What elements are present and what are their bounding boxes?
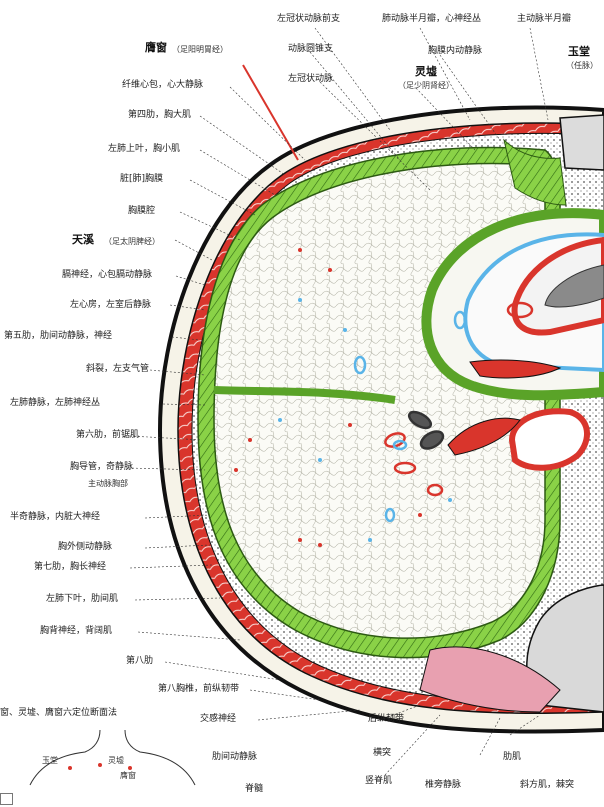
label-left-lower-lobe: 左肺下叶，肋间肌 [46, 594, 118, 605]
label-transverse-process: 横突 [373, 748, 391, 759]
label-oblique-fissure: 斜裂，左支气管 [86, 364, 149, 375]
descending-aorta [512, 411, 587, 468]
acupoint-lingxu-meridian: （足少阴肾经） [398, 80, 454, 91]
label-pleural-cavity: 胸膜腔 [128, 206, 155, 217]
label-spinal-cord: 脊髓 [245, 784, 263, 795]
label-fibrous-pericardium: 纤维心包，心大静脉 [122, 80, 203, 91]
label-left-atrium: 左心房，左室后静脉 [70, 300, 151, 311]
label-pulmonary-valve: 肺动脉半月瓣，心神经丛 [382, 14, 481, 25]
inset-label-yingchuang: 膺窗 [120, 770, 136, 781]
acupoint-yingchuang-meridian: （足阳明胃经） [172, 44, 228, 55]
label-eighth-vertebra: 第八胸椎，前纵韧带 [158, 684, 239, 695]
label-phrenic-nerve: 膈神经，心包膈动静脉 [62, 270, 152, 281]
acupoint-yutang: 玉堂 [568, 46, 590, 57]
label-posterior-ligament: 后纵韧带 [368, 714, 404, 725]
label-fourth-rib: 第四肋，胸大肌 [128, 110, 191, 121]
label-aortic-valve: 主动脉半月瓣 [517, 14, 571, 25]
label-left-upper-lobe: 左肺上叶，胸小肌 [108, 144, 180, 155]
label-seventh-rib: 第七肋，胸长神经 [34, 562, 106, 573]
label-left-coronary: 左冠状动脉 [288, 74, 333, 85]
label-trapezius: 斜方肌，棘突 [520, 780, 574, 791]
label-lateral-thoracic: 胸外侧动静脉 [58, 542, 112, 553]
label-thoracodorsal: 胸背神经，背阔肌 [40, 626, 112, 637]
label-conus-branch: 动脉圆锥支 [288, 44, 333, 55]
label-left-coronary-anterior: 左冠状动脉前支 [277, 14, 340, 25]
label-rib-muscle: 肋肌 [503, 752, 521, 763]
caption-section-method: 窗、灵墟、膺窗六定位断面法 [0, 708, 117, 719]
acupoint-yutang-meridian: （任脉） [566, 60, 598, 71]
corner-checkbox-icon[interactable] [0, 793, 13, 805]
label-visceral-pleura: 脏[肺]胸膜 [120, 174, 163, 185]
inset-label-yutang: 玉堂 [42, 755, 58, 766]
label-eighth-rib: 第八肋 [126, 656, 153, 667]
label-thoracic-duct: 胸导管，奇静脉 [70, 462, 133, 473]
label-intercostal: 肋间动静脉 [212, 752, 257, 763]
acupoint-lingxu: 灵墟 [415, 66, 437, 77]
label-sixth-rib: 第六肋，前锯肌 [76, 430, 139, 441]
label-thoracic-aorta: 主动脉胸部 [88, 478, 128, 489]
label-internal-thoracic: 胸膜内动静脉 [428, 46, 482, 57]
label-erector-spinae: 竖脊肌 [365, 776, 392, 787]
label-sympathetic: 交感神经 [200, 714, 236, 725]
label-fifth-rib: 第五肋，肋间动静脉，神经 [4, 331, 112, 342]
label-left-pulmonary-vein: 左肺静脉，左肺神经丛 [10, 398, 100, 409]
sternum [560, 115, 604, 170]
acupoint-tianxi: 天溪 [72, 234, 94, 245]
label-hemiazygos: 半奇静脉，内脏大神经 [10, 512, 100, 523]
acupoint-tianxi-meridian: （足太阴脾经） [104, 236, 160, 247]
inset-label-lingxu: 灵墟 [108, 755, 124, 766]
acupoint-yingchuang: 膺窗 [145, 42, 167, 53]
label-paravertebral: 椎旁静脉 [425, 780, 461, 791]
